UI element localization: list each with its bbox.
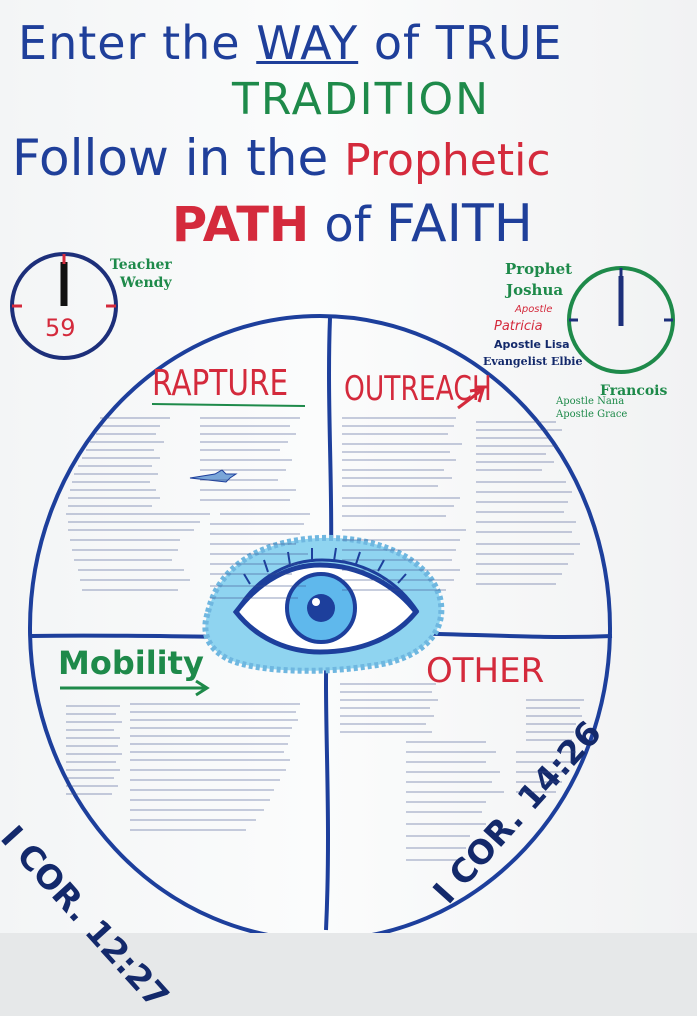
title-prophetic: Prophetic [344,135,551,186]
plane-doodle [189,469,238,483]
title-path: PATH [172,197,310,253]
title-of-true: of TRUE [373,16,563,70]
evangelist-label: Evangelist Elbie [483,355,583,368]
joshua-label: Joshua [506,281,564,299]
teacher-label: Teacher [110,257,172,273]
quadrant-mobility: Mobility [58,644,204,682]
teacher-name: Wendy [120,275,172,291]
mobility-arrow [60,679,210,697]
title-tradition: TRADITION [232,74,491,125]
outreach-arrow [457,387,486,410]
title-follow-in-the: Follow in the [12,129,329,187]
left-clock-number: 59 [45,314,76,342]
title-enter-the: Enter the [18,16,241,70]
prophet-label: Prophet [505,260,573,278]
rapture-scribbles [60,410,320,620]
title-faith: FAITH [385,194,533,254]
eye-drawing [202,534,445,674]
left-clock [10,252,118,360]
right-clock [567,266,675,374]
title-of: of [324,197,371,253]
title-line1: Enter the WAY of TRUE [18,20,563,66]
mobility-scribbles [60,700,320,850]
title-line3: Follow in the Prophetic [12,133,551,183]
outreach-scribbles [336,412,596,612]
title-way: WAY [256,16,359,70]
quadrant-other: OTHER [426,651,545,691]
title-line4: PATH of FAITH [172,198,533,250]
apostle-label: Apostle [515,304,553,315]
apostle-lisa-label: Apostle Lisa [494,338,570,351]
patricia-label: Patricia [494,319,543,334]
quadrant-outreach: OUTREACH [344,369,492,409]
francois-label: Francois [600,383,668,399]
apostle-nana-label: Apostle Nana [556,396,625,407]
quadrant-rapture: RAPTURE [152,363,289,404]
drawing-layer [10,252,675,933]
other-scribbles [336,640,586,890]
apostle-grace-label: Apostle Grace [556,409,628,420]
